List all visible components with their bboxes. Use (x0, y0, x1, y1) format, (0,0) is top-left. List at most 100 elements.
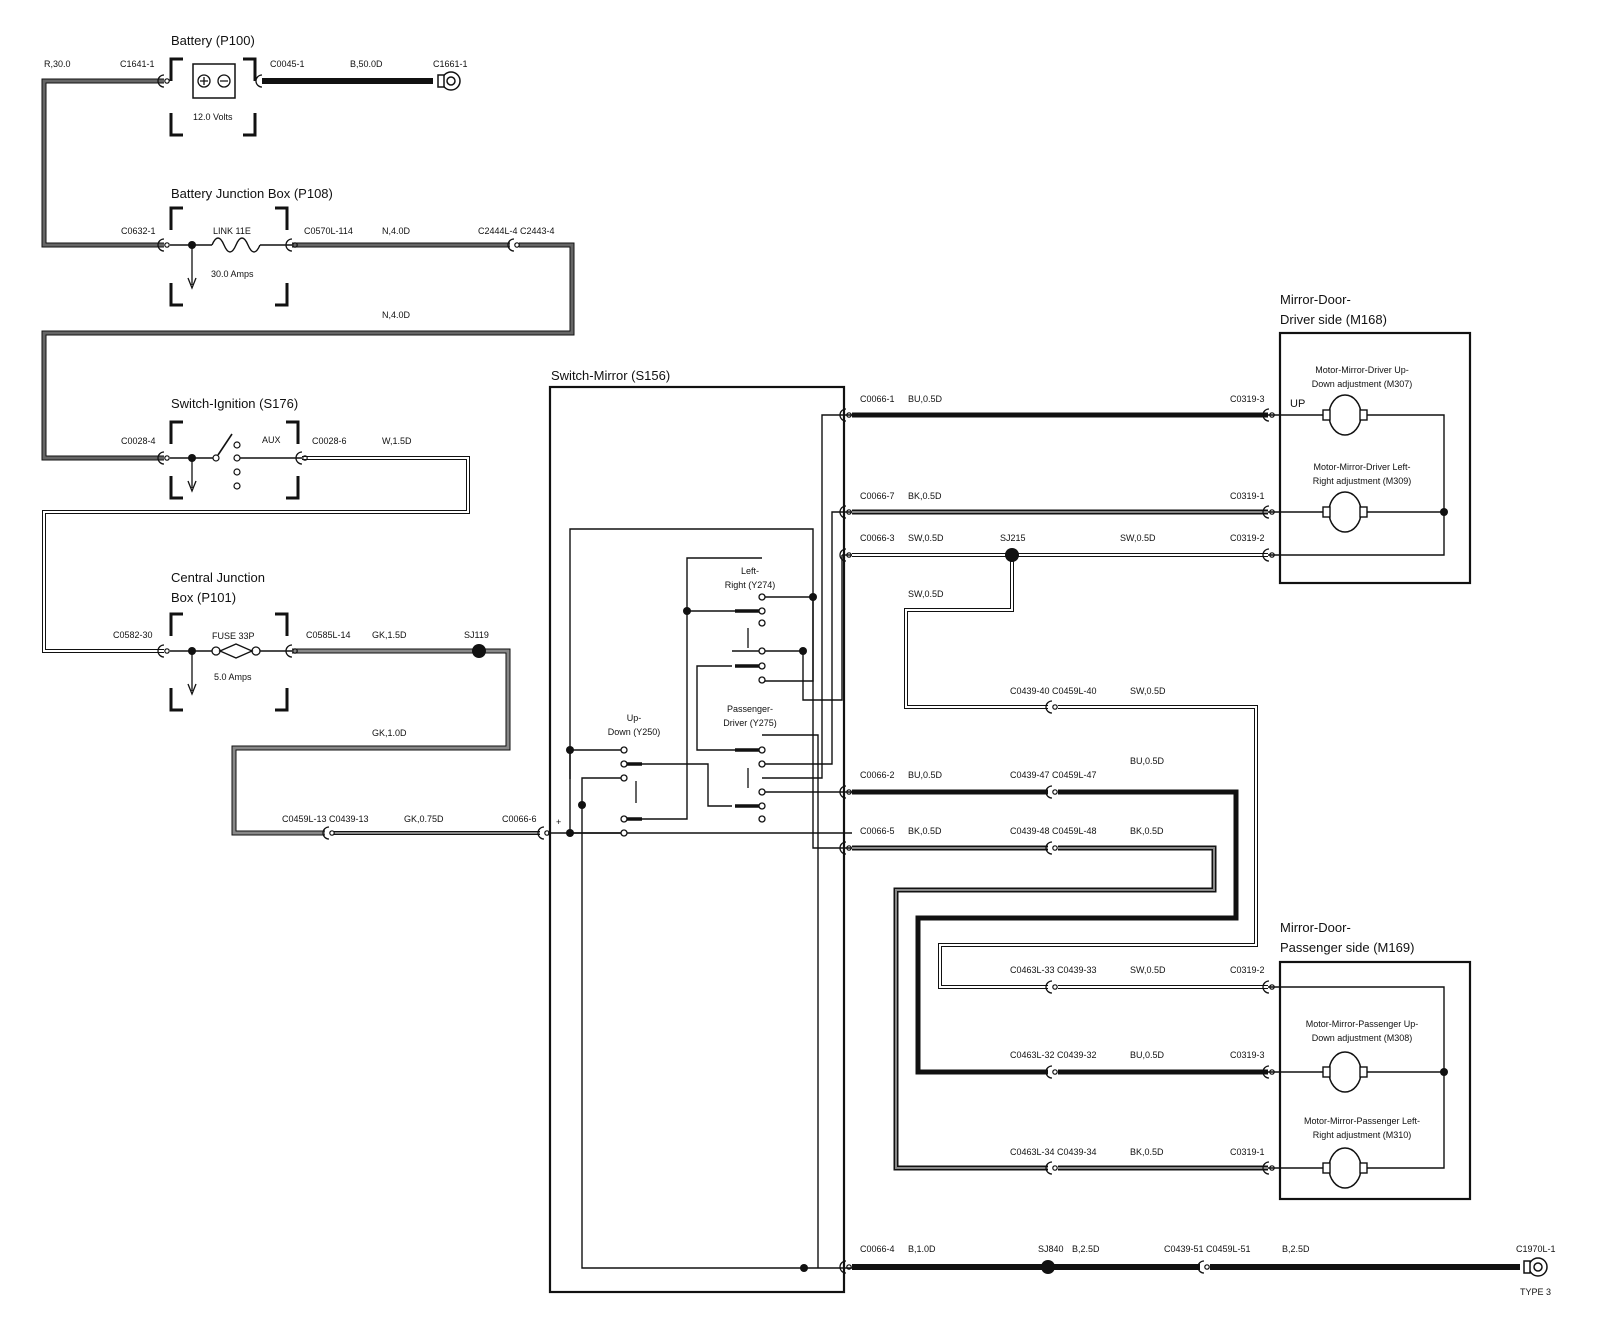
component-titles: Battery (P100) Battery Junction Box (P10… (171, 33, 1414, 955)
wire-label-bk05b: BK,0.5D (908, 826, 942, 836)
component-labels: 12.0 Volts LINK 11E 30.0 Amps AUX FUSE 3… (193, 112, 1420, 1140)
wire-label-b25a: B,2.5D (1072, 1244, 1100, 1254)
bjb-link: LINK 11E (213, 226, 251, 236)
label-c0066-6: C0066-6 (502, 814, 537, 824)
wire-label-bu05d: BU,0.5D (1130, 1050, 1165, 1060)
wire-label-b50: B,50.0D (350, 59, 383, 69)
wires (41, 78, 1520, 1270)
wire-label-sw05b: SW,0.5D (1120, 533, 1156, 543)
label-c0066-3: C0066-3 (860, 533, 895, 543)
m309-label-2: Right adjustment (M309) (1313, 476, 1412, 486)
switch-updown-1: Up- (627, 713, 642, 723)
switch-mirror-title: Switch-Mirror (S156) (551, 368, 670, 383)
cjb-title-2: Box (P101) (171, 590, 236, 605)
wire-label-gk075: GK,0.75D (404, 814, 444, 824)
m307-label-2: Down adjustment (M307) (1312, 379, 1413, 389)
m307-label-1: Motor-Mirror-Driver Up- (1315, 365, 1409, 375)
label-c0459-13: C0459L-13 C0439-13 (282, 814, 369, 824)
wire-label-sw05d: SW,0.5D (1130, 686, 1166, 696)
motor-up-label: UP (1290, 398, 1305, 410)
switch-left-right-2: Right (Y274) (725, 580, 776, 590)
battery-volts: 12.0 Volts (193, 112, 233, 122)
switch-pass-drv-2: Driver (Y275) (723, 718, 777, 728)
switch-contacts (620, 593, 766, 837)
label-sj840: SJ840 (1038, 1244, 1064, 1254)
label-c0319-2b: C0319-2 (1230, 965, 1265, 975)
m308-label-2: Down adjustment (M308) (1312, 1033, 1413, 1043)
label-c0319-1b: C0319-1 (1230, 1147, 1265, 1157)
label-c1641: C1641-1 (120, 59, 155, 69)
label-c0066-5: C0066-5 (860, 826, 895, 836)
bjb-box (169, 206, 292, 307)
label-sj215: SJ215 (1000, 533, 1026, 543)
wire-label-b25b: B,2.5D (1282, 1244, 1310, 1254)
motors (1322, 394, 1368, 1189)
m308-label-1: Motor-Mirror-Passenger Up- (1306, 1019, 1419, 1029)
wire-label-gk15: GK,1.5D (372, 630, 407, 640)
label-c0066-4: C0066-4 (860, 1244, 895, 1254)
mirror-passenger-box (1278, 960, 1472, 1201)
wire-label-bk05d: BK,0.5D (1130, 1147, 1164, 1157)
switch-plus: + (556, 817, 561, 827)
label-c0028-4: C0028-4 (121, 436, 156, 446)
switch-updown-2: Down (Y250) (608, 727, 661, 737)
connector-symbols (157, 74, 1275, 1274)
label-c0439-40: C0439-40 C0459L-40 (1010, 686, 1097, 696)
label-c0463-32: C0463L-32 C0439-32 (1010, 1050, 1097, 1060)
wire-label-sw05c: SW,0.5D (908, 589, 944, 599)
wire-labels: R,30.0 B,50.0D N,4.0D N,4.0D W,1.5D GK,1… (44, 59, 1310, 1254)
switch-pass-drv-1: Passenger- (727, 704, 773, 714)
wire-label-sw05a: SW,0.5D (908, 533, 944, 543)
wire-label-gk10: GK,1.0D (372, 728, 407, 738)
label-type3: TYPE 3 (1520, 1287, 1551, 1297)
wire-label-bk05a: BK,0.5D (908, 491, 942, 501)
cjb-box (169, 612, 292, 712)
cjb-amps: 5.0 Amps (214, 672, 252, 682)
battery-box (169, 57, 257, 137)
label-c0066-2: C0066-2 (860, 770, 895, 780)
ignition-title: Switch-Ignition (S176) (171, 396, 298, 411)
wire-label-b10: B,1.0D (908, 1244, 936, 1254)
mirror-passenger-title-1: Mirror-Door- (1280, 920, 1351, 935)
cjb-title-1: Central Junction (171, 570, 265, 585)
wire-label-w15: W,1.5D (382, 436, 412, 446)
wire-label-bk05c: BK,0.5D (1130, 826, 1164, 836)
battery-title: Battery (P100) (171, 33, 255, 48)
wire-label-n4b: N,4.0D (382, 310, 411, 320)
mirror-driver-title-1: Mirror-Door- (1280, 292, 1351, 307)
label-c0585: C0585L-14 (306, 630, 351, 640)
ignition-box (169, 420, 302, 500)
label-c0028-6: C0028-6 (312, 436, 347, 446)
cjb-fuse: FUSE 33P (212, 631, 255, 641)
label-c0439-48: C0439-48 C0459L-48 (1010, 826, 1097, 836)
label-c0439-47: C0439-47 C0459L-47 (1010, 770, 1097, 780)
m309-label-1: Motor-Mirror-Driver Left- (1313, 462, 1410, 472)
label-c0319-2a: C0319-2 (1230, 533, 1265, 543)
label-c0570: C0570L-114 (304, 226, 353, 236)
m310-label-1: Motor-Mirror-Passenger Left- (1304, 1116, 1420, 1126)
m310-label-2: Right adjustment (M310) (1313, 1130, 1412, 1140)
switch-left-right-1: Left- (741, 566, 759, 576)
ignition-aux: AUX (262, 435, 281, 445)
label-c0066-1: C0066-1 (860, 394, 895, 404)
label-c0632: C0632-1 (121, 226, 156, 236)
label-sj119: SJ119 (464, 630, 489, 640)
bjb-title: Battery Junction Box (P108) (171, 186, 333, 201)
label-c0439-51: C0439-51 C0459L-51 (1164, 1244, 1251, 1254)
ring-terminals (437, 71, 1548, 1277)
switch-mirror-box (548, 385, 846, 1294)
label-c1970: C1970L-1 (1516, 1244, 1556, 1254)
label-c2444: C2444L-4 C2443-4 (478, 226, 555, 236)
wire-label-bu05a: BU,0.5D (908, 394, 943, 404)
label-c1661: C1661-1 (433, 59, 468, 69)
label-c0463-33: C0463L-33 C0439-33 (1010, 965, 1097, 975)
wire-label-sw05e: SW,0.5D (1130, 965, 1166, 975)
wire-gk (231, 648, 511, 836)
mirror-driver-title-2: Driver side (M168) (1280, 312, 1387, 327)
label-c0066-7: C0066-7 (860, 491, 895, 501)
splice-dots (472, 508, 1448, 1274)
connector-labels: C1641-1 C0045-1 C1661-1 C0632-1 C0570L-1… (113, 59, 1556, 1297)
wire-label-bu05b: BU,0.5D (908, 770, 943, 780)
mirror-driver-box (1278, 331, 1472, 585)
